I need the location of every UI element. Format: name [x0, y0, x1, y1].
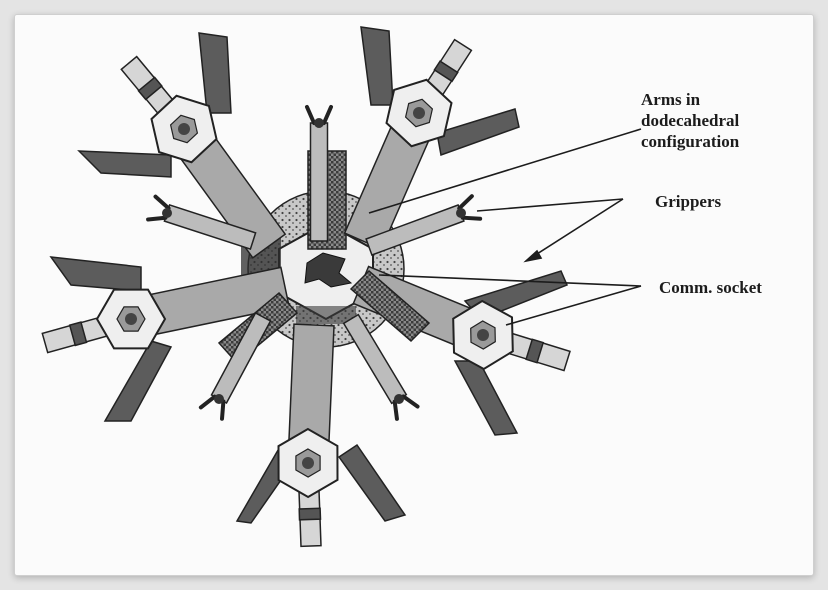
arm-left — [41, 256, 290, 422]
gripper-arms — [146, 105, 483, 421]
leader-lines — [368, 128, 642, 326]
label-grippers: Grippers — [655, 192, 722, 211]
arm-upper-left — [77, 32, 287, 259]
figure-card: Arms in dodecahedral configuration Gripp… — [14, 14, 814, 576]
arm-lower-right-checker — [349, 269, 431, 343]
label-arms-configuration: Arms in dodecahedral configuration — [641, 90, 740, 151]
arm-upper-right — [343, 26, 520, 250]
label-comm-socket: Comm. socket — [659, 278, 762, 297]
robot-diagram — [41, 26, 642, 548]
arm-bottom — [235, 323, 407, 548]
